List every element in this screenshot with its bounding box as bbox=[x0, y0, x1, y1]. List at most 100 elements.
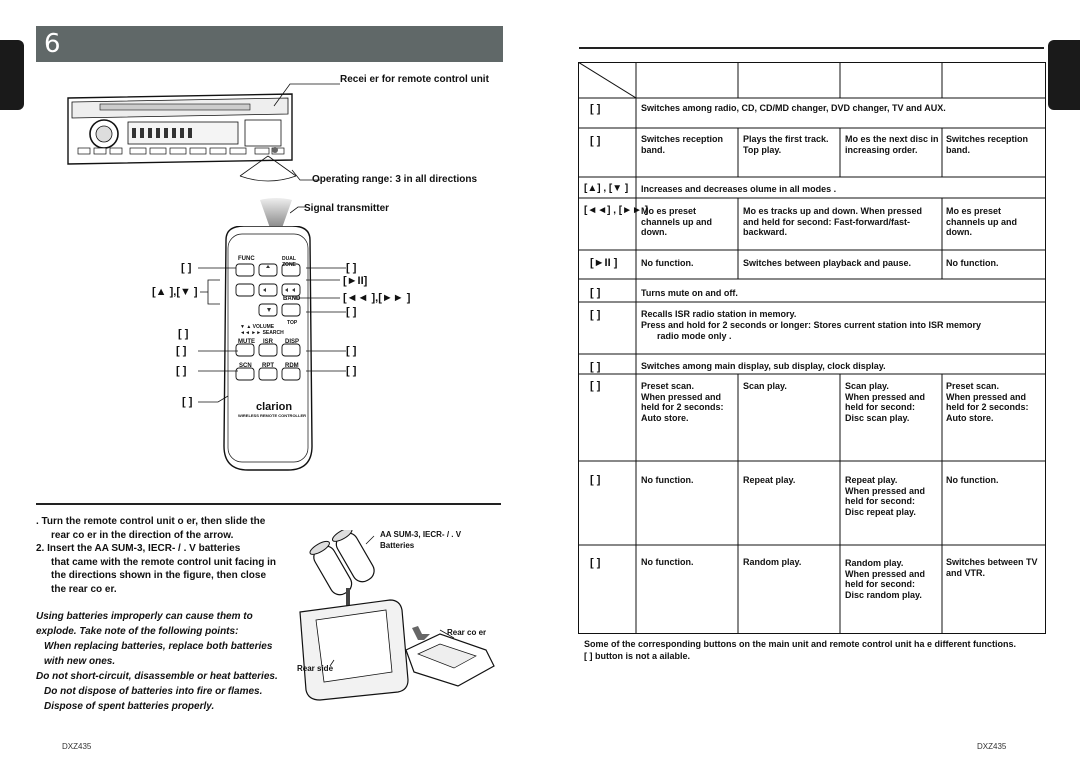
table-footnote-2: [ ] button is not a ailable. bbox=[584, 651, 691, 661]
callout-left-1: [ ] bbox=[181, 262, 192, 274]
range-leader-line bbox=[291, 169, 320, 181]
step-2-line-d: the rear co er. bbox=[51, 583, 117, 595]
row-8-key: [ ] bbox=[590, 361, 601, 373]
warning-line-4: with new ones. bbox=[44, 656, 116, 667]
row-7-span-a: Recalls ISR radio station in memory. bbox=[641, 309, 797, 319]
row-9-col-4-line-d: Auto store. bbox=[946, 412, 994, 423]
row-7-key: [ ] bbox=[590, 309, 601, 321]
chapter-tab-right bbox=[1048, 40, 1080, 110]
signal-transmitter-label: Signal transmitter bbox=[304, 203, 390, 214]
row-10-col-3-line-c: held for second: bbox=[845, 496, 916, 506]
row-7-span-c: radio mode only . bbox=[657, 331, 732, 341]
callout-right-1: [ ] bbox=[346, 262, 357, 274]
remote-isr-text: ISR bbox=[263, 339, 274, 345]
row-11-col-4: Switches between TV and VTR. bbox=[946, 557, 1038, 578]
row-4-col-23: Mo es tracks up and down. When pressed a… bbox=[743, 206, 923, 237]
row-9-col-3-line-c: held for second: bbox=[845, 402, 916, 412]
remote-disp-text: DISP bbox=[285, 339, 300, 345]
callout-left-2: [▲ ],[▼ ] bbox=[152, 286, 198, 298]
row-9-col-4: Preset scan. When pressed and held for 2… bbox=[946, 381, 1029, 423]
row-11-key: [ ] bbox=[590, 557, 601, 569]
callout-left-3: [ ] bbox=[178, 328, 189, 340]
row-3-key: [▲] , [▼ ] bbox=[584, 183, 629, 194]
row-9-col-4-line-a: Preset scan. bbox=[946, 381, 1000, 391]
warning-line-2: explode. Take note of the following poin… bbox=[36, 626, 239, 637]
battery-installation-illustration bbox=[299, 530, 495, 701]
row-8-span: Switches among main display, sub display… bbox=[641, 361, 886, 371]
row-9-col-3-line-b: When pressed and bbox=[845, 391, 926, 402]
warning-line-7: Dispose of spent batteries properly. bbox=[44, 701, 215, 712]
remote-brand-logo: clarion bbox=[256, 401, 293, 413]
row-11-col-3: Random play. When pressed and held for s… bbox=[845, 558, 925, 600]
row-6-key: [ ] bbox=[590, 287, 601, 299]
row-5-col-23: Switches between playback and pause. bbox=[743, 258, 912, 268]
remote-band-text: BAND bbox=[283, 296, 301, 302]
row-6-span: Turns mute on and off. bbox=[641, 288, 738, 298]
transmitter-leader-line bbox=[290, 206, 306, 214]
row-7-span-b: Press and hold for 2 seconds or longer: … bbox=[641, 320, 982, 330]
remote-mute-text: MUTE bbox=[238, 339, 255, 345]
row-10-col-1: No function. bbox=[641, 475, 694, 485]
step-2-line-c: the directions shown in the figure, then… bbox=[51, 570, 267, 581]
row-9-col-1-line-c: held for 2 seconds: bbox=[641, 402, 724, 412]
signal-cone-icon bbox=[260, 198, 292, 228]
row-9-col-1-line-a: Preset scan. bbox=[641, 381, 695, 391]
row-3-span: Increases and decreases olume in all mod… bbox=[641, 184, 837, 194]
step-1-line-b: rear co er in the direction of the arrow… bbox=[51, 529, 234, 541]
remote-func-text: FUNC bbox=[238, 256, 255, 262]
row-5-col-1: No function. bbox=[641, 258, 694, 268]
warning-line-6: Do not dispose of batteries into fire or… bbox=[44, 686, 263, 697]
section-header-bar bbox=[36, 26, 503, 62]
callout-right-5: [ ] bbox=[346, 345, 357, 357]
row-10-col-3: Repeat play. When pressed and held for s… bbox=[845, 475, 925, 517]
row-9-col-2: Scan play. bbox=[743, 381, 787, 391]
callout-right-2: [►II] bbox=[343, 275, 368, 287]
step-1-line-a: . Turn the remote control unit o er, the… bbox=[36, 516, 266, 527]
row-9-key: [ ] bbox=[590, 380, 601, 392]
chapter-tab-left bbox=[0, 40, 24, 110]
row-10-col-3-line-a: Repeat play. bbox=[845, 475, 898, 485]
row-2-key: [ ] bbox=[590, 135, 601, 147]
row-9-col-3-line-a: Scan play. bbox=[845, 381, 889, 391]
callout-right-3: [◄◄ ],[►► ] bbox=[343, 292, 411, 304]
head-unit-illustration bbox=[67, 93, 297, 182]
rear-side-label: Rear side bbox=[297, 664, 334, 673]
function-table-grid bbox=[578, 62, 1046, 634]
row-2-col-4: Switches reception band. bbox=[946, 134, 1029, 155]
callout-left-5: [ ] bbox=[176, 365, 187, 377]
row-9-col-4-line-b: When pressed and bbox=[946, 391, 1027, 402]
operating-range-label: Operating range: 3 in all directions bbox=[312, 174, 478, 185]
table-footnote-1: Some of the corresponding buttons on the… bbox=[584, 639, 1017, 649]
row-1-span: Switches among radio, CD, CD/MD changer,… bbox=[641, 103, 946, 113]
row-5-key: [►II ] bbox=[590, 257, 618, 269]
row-2-col-1: Switches reception band. bbox=[641, 134, 724, 155]
row-11-col-4-line-a: Switches between TV bbox=[946, 557, 1038, 567]
row-2-col-3: Mo es the next disc in increasing order. bbox=[845, 134, 939, 155]
row-2-col-2: Plays the first track. Top play. bbox=[743, 134, 829, 155]
step-2-line-a: 2. Insert the AA SUM-3, IECR- / . V batt… bbox=[36, 543, 241, 554]
row-10-col-3-line-d: Disc repeat play. bbox=[845, 506, 916, 517]
row-9-col-4-line-c: held for 2 seconds: bbox=[946, 402, 1029, 412]
right-header-rule bbox=[579, 47, 1044, 49]
row-4-col-1: Mo es preset channels up and down. bbox=[641, 206, 713, 237]
row-11-col-4-line-b: and VTR. bbox=[946, 567, 986, 578]
warning-line-1: Using batteries improperly can cause the… bbox=[36, 611, 253, 622]
row-10-col-2: Repeat play. bbox=[743, 475, 796, 485]
row-5-col-4: No function. bbox=[946, 258, 999, 268]
remote-control-illustration bbox=[223, 226, 313, 471]
remote-dual-zone-text: DUAL ZONE bbox=[282, 256, 296, 268]
receiver-leader-line bbox=[273, 83, 340, 107]
remote-caption-text: WIRELESS REMOTE CONTROLLER bbox=[238, 413, 306, 418]
section-divider bbox=[36, 503, 501, 505]
model-number-right: DXZ435 bbox=[977, 742, 1007, 751]
callout-right-4: [ ] bbox=[346, 306, 357, 318]
row-1-key: [ ] bbox=[590, 103, 601, 115]
row-10-col-3-line-b: When pressed and bbox=[845, 485, 926, 496]
row-11-col-3-line-b: When pressed and bbox=[845, 568, 926, 579]
row-4-key: [◄◄] , [►► ] bbox=[584, 205, 649, 216]
row-9-col-1-line-b: When pressed and bbox=[641, 391, 722, 402]
callout-left-4: [ ] bbox=[176, 345, 187, 357]
row-9-col-1: Preset scan. When pressed and held for 2… bbox=[641, 381, 724, 423]
rear-cover-label: Rear co er bbox=[447, 628, 487, 637]
model-number-left: DXZ435 bbox=[62, 742, 92, 751]
